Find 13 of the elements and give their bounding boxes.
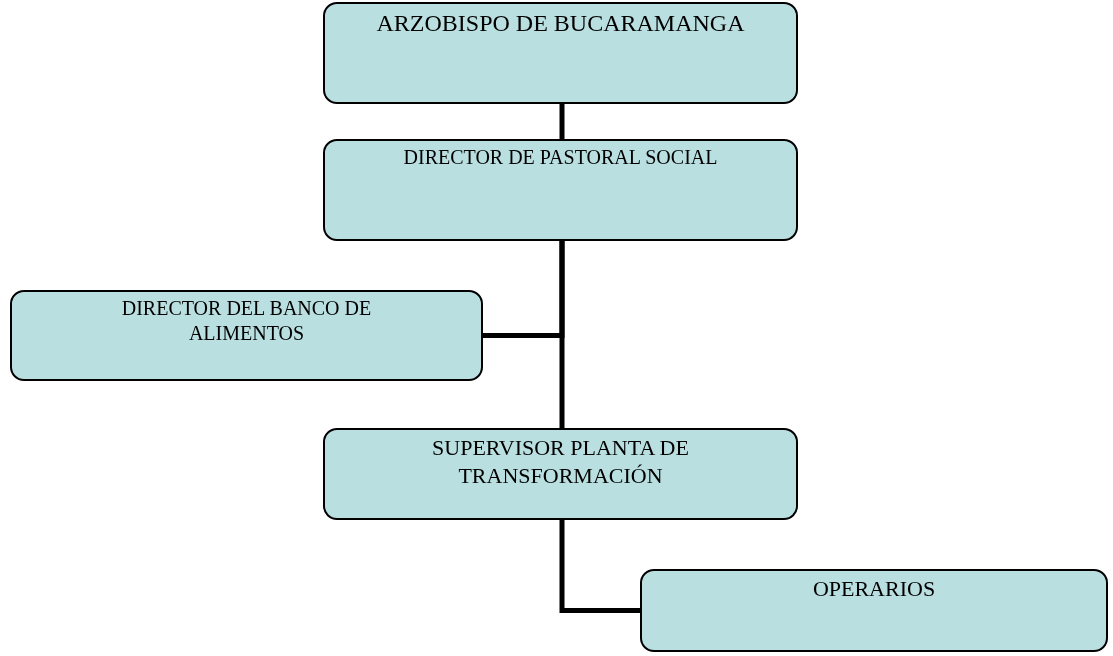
box-title: ARZOBISPO DE BUCARAMANGA — [376, 9, 745, 38]
org-box — [323, 2, 798, 104]
box-title: SUPERVISOR PLANTA DE TRANSFORMACIÓN — [431, 434, 690, 489]
connector-line — [559, 104, 565, 139]
org-box — [10, 290, 483, 381]
box-title: DIRECTOR DEL BANCO DE ALIMENTOS — [120, 296, 373, 346]
org-box — [640, 569, 1108, 652]
connector-line — [559, 241, 565, 428]
org-box — [323, 139, 798, 241]
box-title: OPERARIOS — [812, 575, 936, 603]
connector-line — [559, 520, 640, 613]
box-title: DIRECTOR DE PASTORAL SOCIAL — [403, 145, 718, 170]
org-box — [323, 428, 798, 520]
